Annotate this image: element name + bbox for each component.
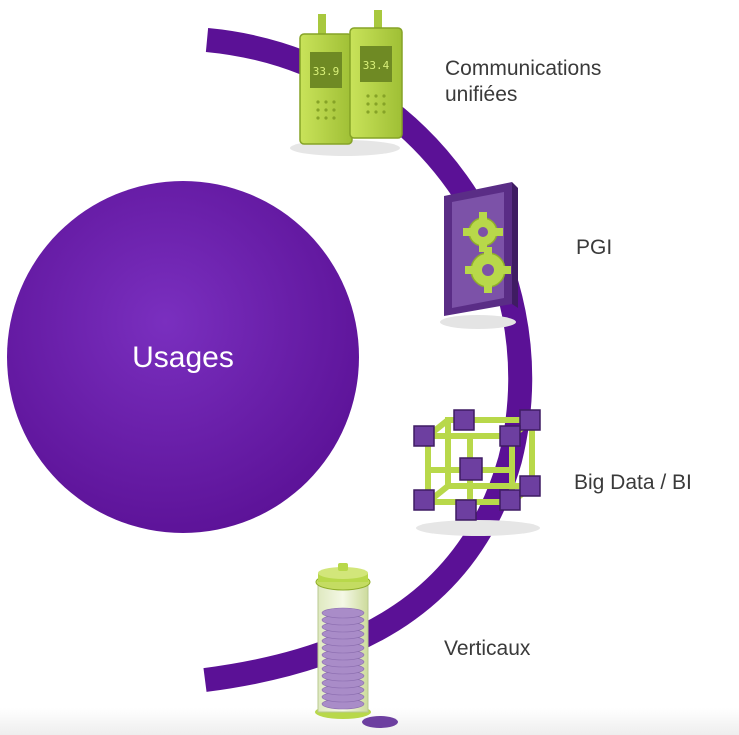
- coin-tube-icon: [315, 563, 398, 728]
- walkie-screen-right: 33.4: [363, 59, 390, 72]
- usages-label: Usages: [132, 341, 234, 374]
- usages-circle: [7, 181, 359, 533]
- label-verticaux: Verticaux: [444, 637, 531, 660]
- walkie-screen-left: 33.9: [313, 65, 340, 78]
- cube-network-icon: [413, 409, 541, 536]
- label-pgi: PGI: [576, 236, 613, 259]
- label-communications: Communications unifiées: [445, 57, 602, 106]
- walkie-talkie-icon: 33.9 33.4: [290, 10, 403, 156]
- label-big-data: Big Data / BI: [574, 471, 692, 494]
- gears-icon: [440, 182, 518, 329]
